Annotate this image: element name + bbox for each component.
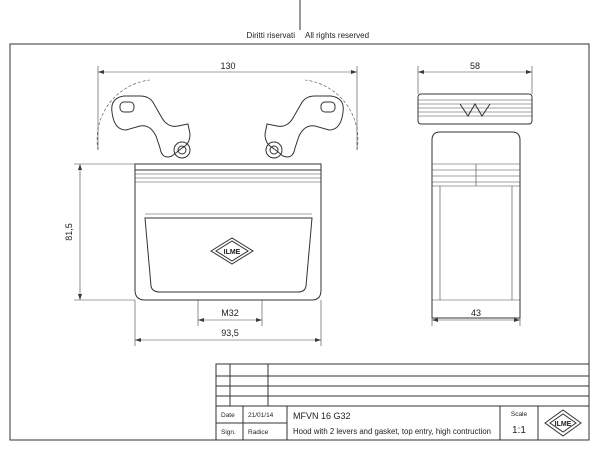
side-view: 58 43 bbox=[417, 61, 533, 326]
dim-front-width: 130 bbox=[220, 61, 235, 71]
hood-body bbox=[134, 164, 322, 301]
dim-thread: M32 bbox=[221, 308, 239, 318]
left-lever bbox=[111, 95, 191, 159]
side-body bbox=[431, 131, 521, 319]
rights-reserved-it: Diritti riservati bbox=[247, 31, 296, 40]
hood-front-panel bbox=[144, 217, 313, 293]
right-lever bbox=[264, 95, 344, 159]
front-view: 130 ILME bbox=[64, 61, 359, 346]
sign-value: Radice bbox=[248, 429, 269, 436]
ilme-logo: ILME bbox=[544, 409, 582, 437]
sign-label: Sign. bbox=[221, 429, 236, 436]
scale-value: 1:1 bbox=[512, 425, 526, 436]
part-description: Hood with 2 levers and gasket, top entry… bbox=[293, 427, 491, 436]
dim-side-width-bottom: 43 bbox=[471, 308, 481, 318]
dim-base-width: 93,5 bbox=[221, 328, 239, 338]
dim-front-height: 81,5 bbox=[64, 223, 74, 241]
date-label: Date bbox=[221, 412, 235, 419]
center-logo-text: ILME bbox=[224, 249, 241, 256]
title-block: Date 21/01/14 Sign. Radice MFVN 16 G32 H… bbox=[215, 363, 590, 441]
rights-reserved-en: All rights reserved bbox=[305, 31, 369, 40]
center-logo: ILME bbox=[210, 237, 254, 265]
date-value: 21/01/14 bbox=[248, 412, 274, 419]
clip-mark bbox=[459, 103, 491, 117]
drawing-frame bbox=[9, 43, 590, 441]
part-code: MFVN 16 G32 bbox=[293, 411, 351, 421]
dim-side-width-top: 58 bbox=[470, 61, 480, 71]
ilme-logo-text: ILME bbox=[555, 421, 572, 428]
scale-label: Scale bbox=[511, 411, 528, 418]
